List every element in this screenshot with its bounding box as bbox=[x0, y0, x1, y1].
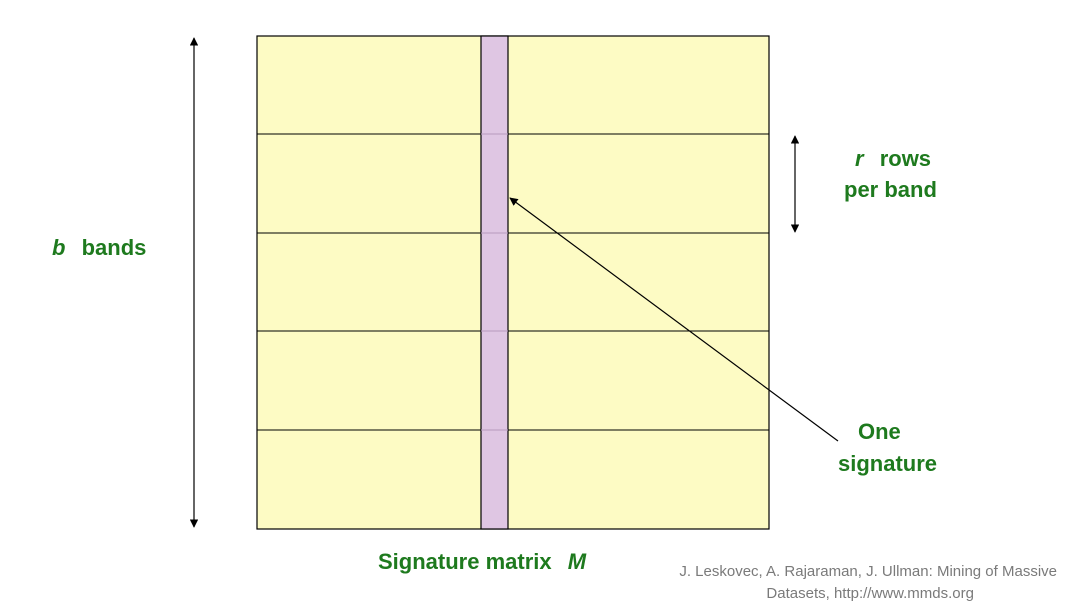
rows-label-line2: per band bbox=[844, 177, 937, 202]
signature-column-dividers bbox=[481, 133, 508, 431]
one-signature-label-line1: One bbox=[858, 419, 901, 444]
signature-pointer-arrow bbox=[509, 197, 839, 442]
bands-var: b bbox=[52, 235, 65, 260]
matrix-caption-text: Signature matrix bbox=[378, 549, 552, 574]
bands-word: bands bbox=[82, 235, 147, 260]
matrix-var: M bbox=[568, 549, 587, 574]
signature-matrix bbox=[256, 35, 770, 530]
rows-label-line1: r rows bbox=[855, 146, 931, 171]
matrix-caption: Signature matrix M bbox=[378, 549, 587, 574]
rows-var: r bbox=[855, 146, 865, 171]
signature-column bbox=[480, 35, 509, 530]
band-dividers bbox=[257, 133, 769, 431]
rows-word: rows bbox=[880, 146, 931, 171]
citation-line1: J. Leskovec, A. Rajaraman, J. Ullman: Mi… bbox=[679, 563, 1057, 580]
one-signature-label-line2: signature bbox=[838, 451, 937, 476]
citation-line2: Datasets, http://www.mmds.org bbox=[766, 585, 974, 602]
bands-label: b bands bbox=[52, 235, 146, 260]
